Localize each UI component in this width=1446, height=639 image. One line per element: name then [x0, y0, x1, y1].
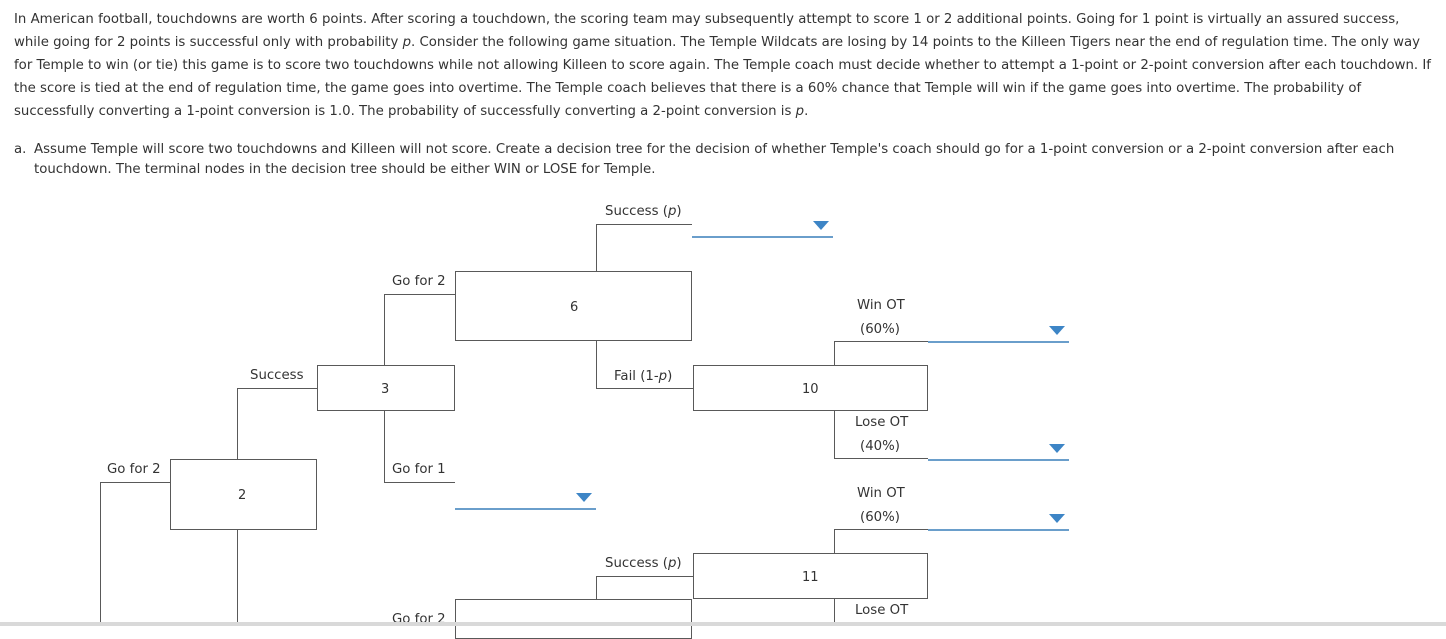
- branch-line: [384, 294, 385, 365]
- branch-label-lose-ot: Lose OT: [855, 415, 909, 430]
- branch-label-success-p: Success (p): [605, 556, 682, 571]
- branch-label-prob: (60%): [860, 322, 900, 337]
- chance-node-6: [455, 271, 692, 341]
- question-label: a.: [14, 142, 27, 157]
- branch-line: [834, 529, 928, 530]
- branch-label-lose-ot: Lose OT: [855, 603, 909, 618]
- intro-text-1: In American football, touchdowns are wor…: [14, 12, 1400, 50]
- branch-line: [384, 411, 385, 482]
- dropdown-arrow-icon: [813, 221, 829, 230]
- intro-var-p: p: [795, 104, 805, 119]
- branch-label-fail: Fail (1-p): [614, 369, 673, 384]
- branch-label-prob: (60%): [860, 510, 900, 525]
- chance-node-2: [170, 459, 317, 530]
- branch-line: [237, 388, 238, 459]
- node-number: 3: [381, 382, 390, 397]
- branch-label-win-ot: Win OT: [857, 298, 905, 313]
- branch-label-go-for-2: Go for 2: [392, 274, 446, 289]
- branch-label-success: Success: [250, 368, 304, 383]
- branch-label-prob: (40%): [860, 439, 900, 454]
- branch-line: [100, 482, 101, 626]
- outcome-dropdown-go-for-1[interactable]: [455, 488, 596, 510]
- chance-node-10: [693, 365, 928, 411]
- intro-text-2: . Consider the following game situation.…: [14, 35, 1431, 119]
- node-number: 11: [802, 570, 819, 585]
- branch-label-success-p: Success (p): [605, 204, 682, 219]
- branch-label-go-for-1: Go for 1: [392, 462, 446, 477]
- branch-line: [596, 224, 692, 225]
- outcome-dropdown-win-ot[interactable]: [928, 321, 1069, 343]
- node-number: 2: [238, 488, 247, 503]
- problem-intro: In American football, touchdowns are wor…: [14, 8, 1436, 123]
- branch-line: [834, 599, 835, 626]
- intro-var-p: p: [402, 35, 412, 50]
- branch-line: [834, 458, 928, 459]
- outcome-dropdown-success-p[interactable]: [692, 216, 833, 238]
- branch-line: [237, 388, 317, 389]
- outcome-dropdown-lose-ot[interactable]: [928, 439, 1069, 461]
- branch-line: [834, 529, 835, 553]
- scroll-fade: [0, 622, 1446, 626]
- branch-line: [596, 341, 597, 388]
- question-a: a. Assume Temple will score two touchdown…: [14, 140, 1432, 180]
- branch-line: [596, 576, 693, 577]
- dropdown-arrow-icon: [1049, 514, 1065, 523]
- branch-line: [100, 482, 170, 483]
- branch-line: [384, 482, 455, 483]
- branch-line: [834, 411, 835, 459]
- intro-text-3: .: [804, 104, 809, 119]
- branch-line: [596, 576, 597, 600]
- decision-node-3: [317, 365, 455, 411]
- branch-line: [237, 530, 238, 626]
- branch-line: [596, 224, 597, 271]
- branch-line: [384, 294, 455, 295]
- question-text: Assume Temple will score two touchdowns …: [34, 142, 1395, 157]
- branch-label-go-for-2-root: Go for 2: [107, 462, 161, 477]
- dropdown-arrow-icon: [1049, 326, 1065, 335]
- dropdown-arrow-icon: [1049, 444, 1065, 453]
- outcome-dropdown-win-ot-2[interactable]: [928, 509, 1069, 531]
- branch-line: [596, 388, 693, 389]
- branch-label-win-ot: Win OT: [857, 486, 905, 501]
- node-number: 6: [570, 300, 579, 315]
- branch-line: [834, 341, 835, 365]
- chance-node-11: [693, 553, 928, 599]
- chance-node-lower: [455, 599, 692, 639]
- branch-line: [834, 341, 928, 342]
- dropdown-arrow-icon: [576, 493, 592, 502]
- node-number: 10: [802, 382, 819, 397]
- question-text-cont: touchdown. The terminal nodes in the dec…: [34, 162, 656, 177]
